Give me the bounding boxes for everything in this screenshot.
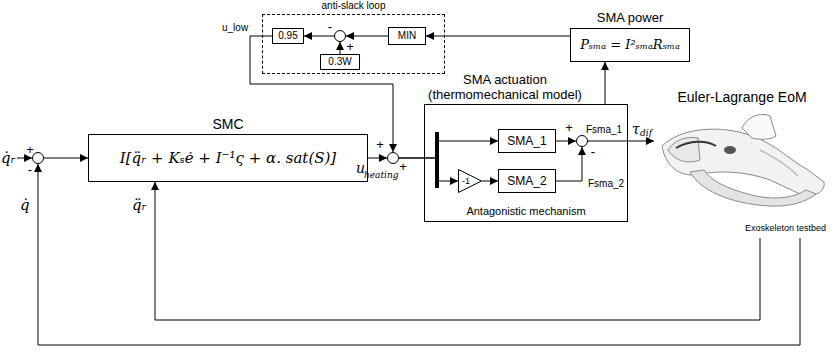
signal-arrow — [340, 42, 341, 54]
formula-text: Pₛₘₐ = I²ₛₘₐRₛₘₐ — [571, 29, 689, 61]
sign-label: + — [565, 121, 573, 135]
gain-triangle: -1 — [458, 169, 482, 193]
force-label: Fsma_2 — [588, 178, 626, 190]
input-arrow — [17, 158, 32, 159]
signal-subscript: heating — [364, 170, 398, 181]
box-label: MIN — [389, 28, 425, 44]
signal-arrow — [588, 141, 654, 142]
box-label: SMA_2 — [499, 170, 555, 192]
signal-arrow — [426, 36, 570, 37]
summing-junction: +- — [576, 135, 588, 147]
signal-label: q̈ᵣ — [132, 196, 152, 214]
summing-junction: -+ — [334, 30, 346, 42]
sign-label: + — [399, 160, 407, 174]
signal-arrow — [556, 147, 582, 181]
signal-label: u_low — [222, 22, 252, 34]
sign-label: + — [376, 138, 384, 152]
signal-arrow — [482, 181, 498, 182]
block-heading: SMC — [88, 115, 368, 133]
sign-label: - — [326, 20, 334, 34]
formula-text: I[q̈ᵣ + Kₛė + I⁻¹ς + α. sat(S)] — [89, 135, 367, 181]
signal-arrow — [155, 182, 760, 320]
box-label: 0.3W — [321, 55, 359, 69]
actuation-box: SMA actuation (thermomechanical model)An… — [424, 104, 628, 222]
block-heading: SMA power — [570, 10, 690, 27]
constant-box: 0.3W — [320, 54, 360, 70]
image-caption: Exoskeleton testbed — [726, 222, 826, 234]
box-caption: Antagonistic mechanism — [424, 204, 628, 218]
summing-junction: +- — [32, 152, 44, 164]
box-label: SMA_1 — [499, 130, 555, 152]
exoskeleton-illustration — [662, 115, 824, 207]
sign-label: + — [346, 40, 354, 54]
signal-subscript: dif — [640, 128, 654, 139]
power-box: SMA powerPₛₘₐ = I²ₛₘₐRₛₘₐ — [570, 28, 690, 62]
signal-arrow — [605, 62, 606, 104]
block-heading: SMA actuation (thermomechanical model) — [420, 72, 590, 102]
signal-arrow — [399, 141, 498, 158]
min-box: MIN — [388, 27, 426, 45]
summing-junction: ++ — [387, 152, 399, 164]
gain-box: 0.95 — [272, 28, 304, 44]
signal-arrow — [44, 158, 88, 159]
signal-arrow — [38, 164, 800, 345]
sma-box: SMA_1 — [498, 129, 556, 153]
group-heading: anti-slack loop — [262, 0, 445, 13]
image-panel: Euler-Lagrange EoMExoskeleton testbed — [654, 108, 830, 238]
block-heading: Euler-Lagrange EoM — [654, 88, 830, 106]
box-label: 0.95 — [273, 29, 303, 43]
force-label: Fsma_1 — [586, 124, 624, 136]
signal-arrow — [368, 158, 387, 159]
sign-label: - — [26, 163, 34, 177]
sign-label: + — [26, 143, 34, 157]
sign-label: - — [589, 145, 597, 159]
signal-arrow — [346, 36, 388, 37]
signal-arrow — [399, 158, 458, 181]
signal-arrow — [304, 36, 334, 37]
sma-box: SMA_2 — [498, 169, 556, 193]
gain-label: -1 — [459, 175, 473, 187]
signal-label: q̇ — [20, 196, 34, 214]
triangle-shape — [459, 170, 482, 193]
dashed-group: anti-slack loop0.95-+MIN0.3W — [262, 14, 445, 74]
signal-arrow — [556, 141, 576, 142]
controller-box: SMCI[q̈ᵣ + Kₛė + I⁻¹ς + α. sat(S)] — [88, 134, 368, 182]
signal-label: q̇ᵣ — [1, 149, 17, 167]
